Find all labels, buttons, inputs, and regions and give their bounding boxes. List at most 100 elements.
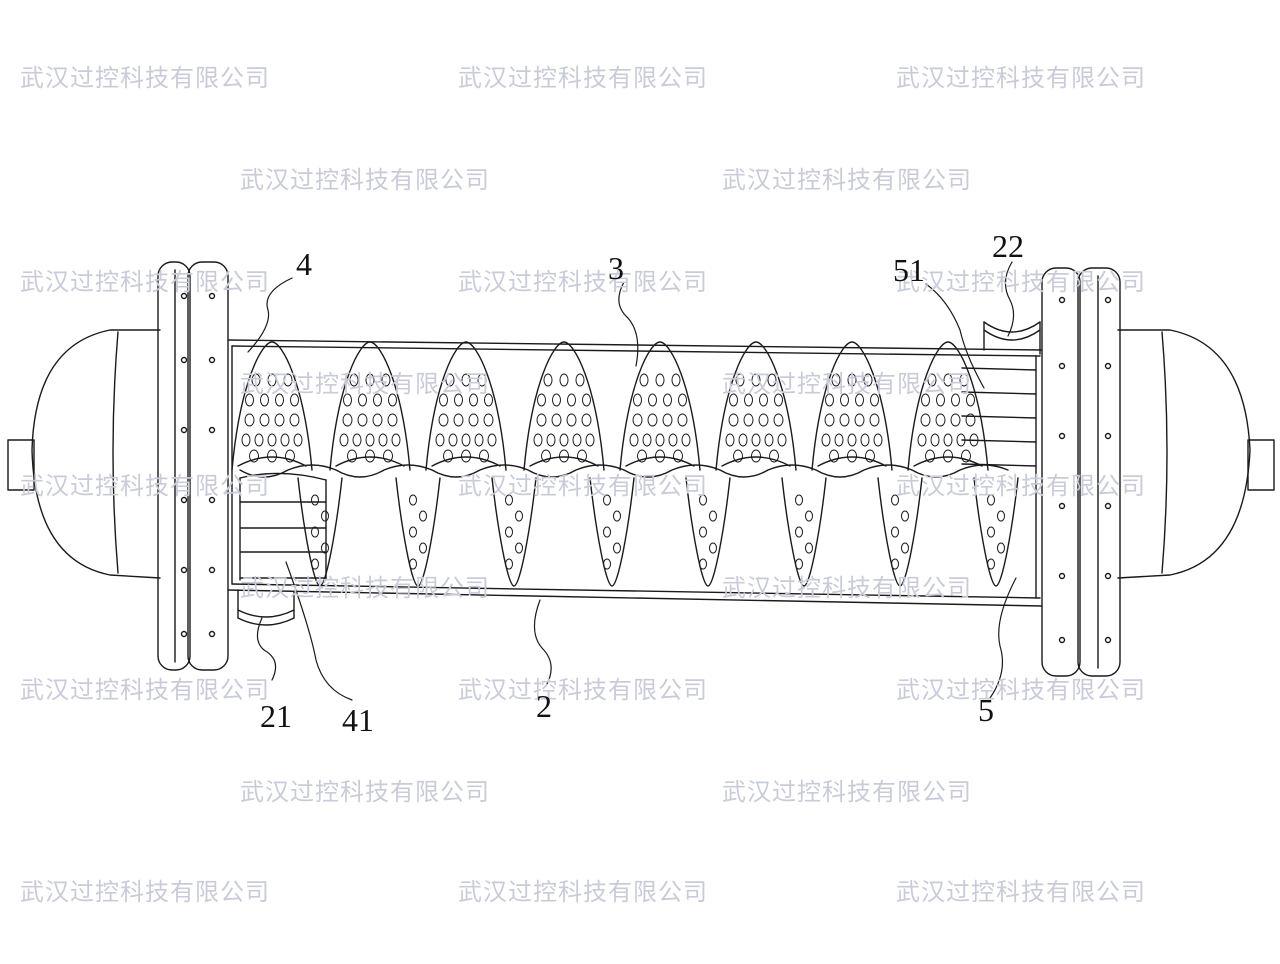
baffle-lobe-3 xyxy=(425,341,507,471)
baffle-perforation xyxy=(795,526,803,538)
baffle-perforation xyxy=(559,433,569,447)
baffle-perforation xyxy=(774,393,783,407)
baffle-perforation xyxy=(552,393,561,407)
baffle-lobe-edge-6 xyxy=(721,456,791,467)
baffle-perforation xyxy=(773,413,784,427)
baffle-perforation xyxy=(283,373,293,387)
baffle-perforation xyxy=(577,449,587,463)
baffle-perforation xyxy=(936,393,945,407)
baffle-perforation xyxy=(855,393,864,407)
baffle-perforation xyxy=(795,558,803,570)
baffle-perforation xyxy=(847,373,857,387)
baffle-perforation xyxy=(572,433,582,447)
baffle-lobe-6 xyxy=(715,341,797,471)
baffle-perforation xyxy=(805,510,813,522)
baffle-lobe-edge-2 xyxy=(335,456,405,467)
baffle-perforation xyxy=(759,393,768,407)
baffle-perforation xyxy=(289,413,300,427)
inner-tubes-51 xyxy=(961,355,1037,599)
callout-3: 3 xyxy=(608,250,624,286)
baffle-perforation xyxy=(461,373,471,387)
baffle-perforation xyxy=(728,413,739,427)
baffle-perforation xyxy=(648,393,657,407)
baffle-perforation xyxy=(541,449,551,463)
baffle-perforation xyxy=(438,413,449,427)
baffle-perforation xyxy=(870,393,879,407)
baffle-trough-2 xyxy=(395,477,441,587)
baffle-lobe-edge-5 xyxy=(625,456,695,467)
baffle-perforation xyxy=(769,449,779,463)
baffle-perforation xyxy=(603,494,611,506)
baffle-perforation xyxy=(515,542,523,554)
baffle-perforation xyxy=(311,494,319,506)
baffle-perforation xyxy=(767,373,777,387)
baffle-perforation xyxy=(709,542,717,554)
baffle-perforation xyxy=(358,393,367,407)
callout-5: 5 xyxy=(978,692,994,728)
baffle-perforation xyxy=(891,558,899,570)
baffle-perforation xyxy=(349,373,359,387)
baffle-perforation xyxy=(733,449,743,463)
baffle-perforation xyxy=(241,433,251,447)
baffle-perforation xyxy=(751,433,761,447)
baffle-perforation xyxy=(505,526,513,538)
left-end-cap xyxy=(7,329,161,579)
callout-22: 22 xyxy=(992,228,1024,264)
baffle-perforation xyxy=(484,393,493,407)
callout-21: 21 xyxy=(260,698,292,734)
baffle-lobe-edge-8 xyxy=(913,456,983,467)
baffle-perforation xyxy=(311,558,319,570)
baffle-perforation xyxy=(966,393,975,407)
baffle-perforation xyxy=(383,449,393,463)
baffle-perforation xyxy=(825,393,834,407)
shell-tube xyxy=(227,339,1043,607)
baffle-perforation xyxy=(448,433,458,447)
baffle-perforation xyxy=(951,393,960,407)
baffle-perforation xyxy=(445,373,455,387)
baffle-perforation xyxy=(961,449,971,463)
baffle-perforation xyxy=(863,373,873,387)
baffle-perforation xyxy=(678,393,687,407)
baffle-centre-wave xyxy=(239,464,1009,478)
baffle-perforation xyxy=(764,433,774,447)
baffle-perforation xyxy=(943,433,953,447)
baffle-perforation xyxy=(468,413,479,427)
baffle-perforation xyxy=(681,433,691,447)
baffle-perforation xyxy=(249,449,259,463)
baffle-trough-3 xyxy=(491,477,537,587)
baffle-perforation xyxy=(275,393,284,407)
baffle-perforation xyxy=(943,449,953,463)
baffle-perforation xyxy=(647,413,658,427)
baffle-perforation xyxy=(267,373,277,387)
baffle-lobe-edge-7 xyxy=(817,456,887,467)
baffle-perforation xyxy=(575,373,585,387)
baffle-perforation xyxy=(391,433,401,447)
baffle-perforation xyxy=(453,413,464,427)
baffle-perforation xyxy=(743,413,754,427)
baffle-perforation xyxy=(873,433,883,447)
baffle-perforation xyxy=(738,433,748,447)
baffle-lobe-5 xyxy=(619,341,701,471)
baffle-perforation xyxy=(637,449,647,463)
baffle-perforation xyxy=(454,393,463,407)
baffle-perforation xyxy=(582,393,591,407)
baffle-perforation xyxy=(537,393,546,407)
baffle-perforation xyxy=(443,449,453,463)
baffle-perforation xyxy=(655,449,665,463)
baffle-perforation xyxy=(505,558,513,570)
baffle-perforation xyxy=(950,413,961,427)
baffle-perforation xyxy=(585,433,595,447)
baffle-perforation xyxy=(321,510,329,522)
callout-2: 2 xyxy=(536,688,552,724)
baffle-lobe-edge-3 xyxy=(431,456,501,467)
baffle-perforation xyxy=(613,542,621,554)
baffle-perforation xyxy=(777,433,787,447)
baffle-perforation xyxy=(543,373,553,387)
baffle-perforation xyxy=(677,413,688,427)
baffle-lobe-8 xyxy=(907,341,989,471)
baffle-perforation xyxy=(267,433,277,447)
baffle-perforation xyxy=(381,373,391,387)
baffle-perforation xyxy=(469,393,478,407)
baffle-perforation xyxy=(930,433,940,447)
